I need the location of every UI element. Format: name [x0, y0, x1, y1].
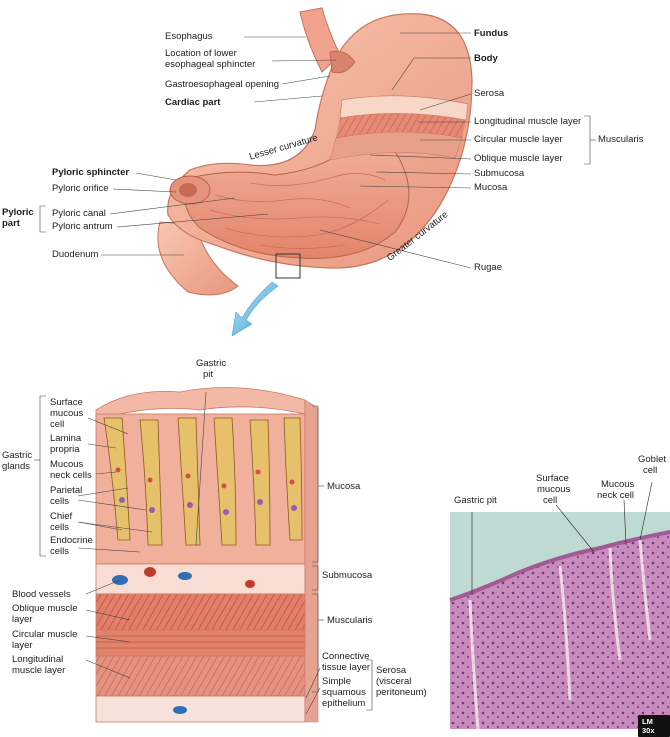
label-blood-vessels: Blood vessels — [12, 589, 71, 600]
label-surface-mucous-1: Surface — [50, 397, 83, 408]
label-les-2: esophageal sphincter — [165, 59, 256, 70]
label-gastric-pit-2: pit — [203, 369, 214, 380]
label-simple-2: squamous — [322, 687, 366, 698]
label-fundus: Fundus — [474, 28, 509, 39]
zoom-box — [275, 253, 301, 279]
duodenum-shape — [157, 221, 239, 296]
label-rugae: Rugae — [474, 262, 502, 273]
stomach-wall-block — [95, 387, 319, 723]
label-circular-1: Circular muscle — [12, 629, 78, 640]
label-serosa: Serosa — [474, 88, 505, 99]
label-connective-2: tissue layer — [322, 662, 371, 673]
label-pyloric-part-1: Pyloric — [2, 207, 34, 218]
label-micro-goblet-1: Goblet — [638, 454, 666, 465]
label-micro-mucous-neck-1: Mucous — [601, 479, 635, 490]
label-body: Body — [474, 53, 498, 64]
label-micro-goblet-2: cell — [643, 465, 658, 476]
label-pyloric-sphincter: Pyloric sphincter — [52, 167, 130, 178]
label-muscularis: Muscularis — [598, 134, 644, 145]
label-mucous-neck-1: Mucous — [50, 459, 84, 470]
label-simple-3: epithelium — [322, 698, 366, 709]
label-surface-mucous-2: mucous — [50, 408, 84, 419]
label-gastric-pit-1: Gastric — [196, 358, 227, 369]
label-chief-2: cells — [50, 522, 70, 533]
label-gastric-glands-2: glands — [2, 461, 30, 472]
label-submucosa: Submucosa — [474, 168, 525, 179]
label-micro-mucous-neck-2: neck cell — [597, 490, 634, 501]
label-wall-mucosa: Mucosa — [327, 481, 361, 492]
label-circular: Circular muscle layer — [474, 134, 563, 145]
light-micrograph — [449, 512, 670, 729]
label-longitudinal-2: muscle layer — [12, 665, 66, 676]
label-mucosa: Mucosa — [474, 182, 508, 193]
label-pyloric-orifice: Pyloric orifice — [52, 183, 109, 194]
label-pyloric-antrum: Pyloric antrum — [52, 221, 113, 232]
label-endocrine-1: Endocrine — [50, 535, 93, 546]
label-serosa-2: (visceral — [376, 676, 412, 687]
zoom-arrow — [231, 281, 279, 337]
label-longitudinal-1: Longitudinal — [12, 654, 64, 665]
label-chief-1: Chief — [50, 511, 73, 522]
stomach-interior — [184, 141, 410, 259]
label-micro-surface-1: Surface — [536, 473, 569, 484]
label-wall-submucosa: Submucosa — [322, 570, 373, 581]
label-duodenum: Duodenum — [52, 249, 99, 260]
label-parietal-2: cells — [50, 496, 70, 507]
label-gastric-glands-1: Gastric — [2, 450, 33, 461]
label-oblique-2: layer — [12, 614, 33, 625]
label-oblique: Oblique muscle layer — [474, 153, 563, 164]
stomach-drawing — [157, 7, 473, 296]
label-longitudinal: Longitudinal muscle layer — [474, 116, 582, 127]
label-pyloric-canal: Pyloric canal — [52, 208, 106, 219]
label-connective-1: Connective — [322, 651, 370, 662]
label-oblique-1: Oblique muscle — [12, 603, 78, 614]
gastric-glands-drawing — [103, 417, 303, 546]
label-lamina-2: propria — [50, 444, 80, 455]
label-lamina-1: Lamina — [50, 433, 82, 444]
label-parietal-1: Parietal — [50, 485, 83, 496]
label-circular-2: layer — [12, 640, 33, 651]
label-serosa-1: Serosa — [376, 665, 407, 676]
label-esophagus: Esophagus — [165, 31, 213, 42]
label-micro-gastric-pit: Gastric pit — [454, 495, 497, 506]
label-simple-1: Simple — [322, 676, 352, 687]
label-endocrine-2: cells — [50, 546, 70, 557]
label-ge-opening: Gastroesophageal opening — [165, 79, 280, 90]
label-wall-muscularis: Muscularis — [327, 615, 373, 626]
label-micro-surface-3: cell — [543, 495, 558, 506]
label-mucous-neck-2: neck cells — [50, 470, 92, 481]
label-serosa-3: peritoneum) — [376, 687, 427, 698]
label-pyloric-part-2: part — [2, 218, 20, 229]
label-cardiac-part: Cardiac part — [165, 97, 221, 108]
label-micro-surface-2: mucous — [537, 484, 571, 495]
magnification-badge: LM 30x — [638, 715, 670, 737]
label-les-1: Location of lower — [165, 48, 237, 59]
label-surface-mucous-3: cell — [50, 419, 65, 430]
